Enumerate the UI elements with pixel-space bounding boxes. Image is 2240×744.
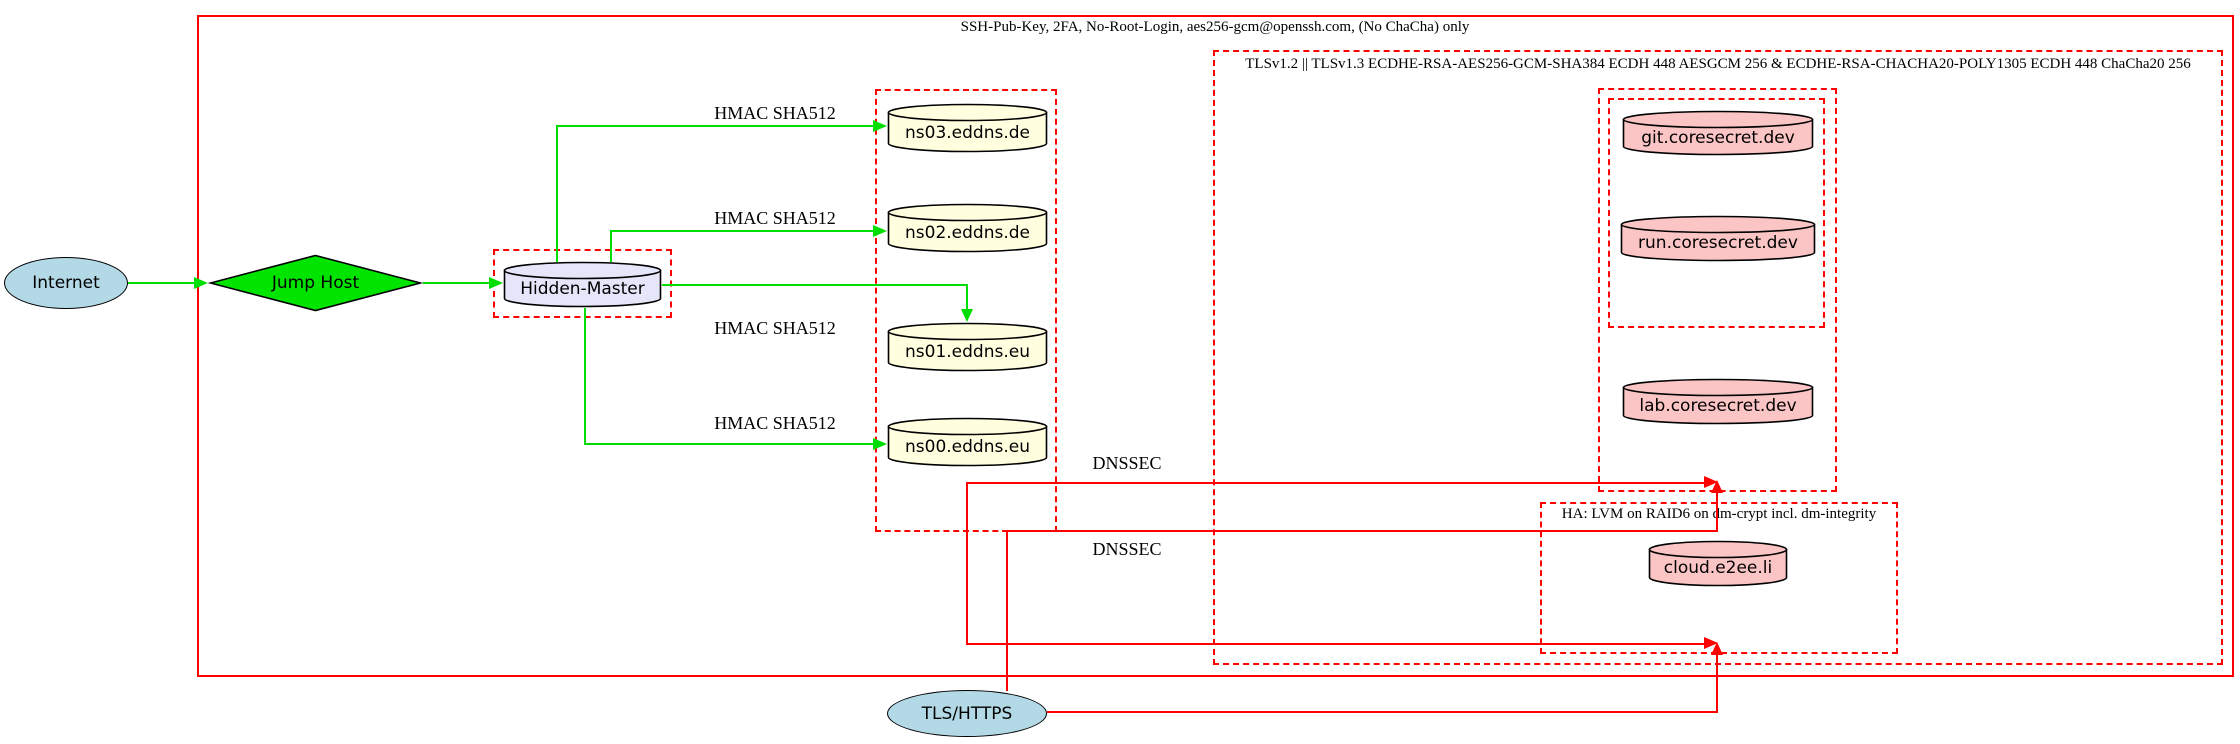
edge-tls-coresecret-line-v1 [1006, 531, 1008, 691]
node-tls-https: TLS/HTTPS [887, 690, 1047, 737]
diamond-shape-icon [207, 254, 424, 312]
arrowhead-hm-ns00-icon [873, 438, 887, 450]
cylinder-shape-icon [887, 417, 1048, 467]
edge-label-dnssec2: DNSSEC [1092, 539, 1162, 559]
node-ns00-label: ns00.eddns.eu [905, 436, 1030, 457]
cluster-coresecret-inner-box [1608, 98, 1825, 328]
node-jump-host-label: Jump Host [271, 273, 360, 293]
edge-hm-ns02-line-h [610, 230, 874, 232]
node-hidden-master-label: Hidden-Master [520, 279, 645, 299]
edge-tls-coresecret-line-v2 [1716, 492, 1718, 532]
edge-dnssec1-line-h [966, 482, 1704, 484]
cluster-tls-label: TLSv1.2 || TLSv1.3 ECDHE-RSA-AES256-GCM-… [1245, 56, 2191, 72]
arrowhead-hm-ns02-icon [873, 225, 887, 237]
arrowhead-tls-coresecret-icon [1711, 480, 1723, 493]
edge-label-hmac-ns02: HMAC SHA512 [714, 208, 836, 228]
edge-hm-ns01-line-v [966, 284, 968, 310]
edge-dnssec2-line-h [966, 643, 1704, 645]
node-ns02: ns02.eddns.de [887, 203, 1048, 253]
arrowhead-hm-ns03-icon [873, 120, 887, 132]
arrowhead-tls-cloud-icon [1711, 642, 1723, 655]
edge-tls-cloud-line-h [1047, 711, 1718, 713]
edge-label-dnssec1: DNSSEC [1092, 453, 1162, 473]
node-cloud: cloud.e2ee.li [1648, 540, 1788, 587]
edge-label-hmac-ns03: HMAC SHA512 [714, 103, 836, 123]
node-internet-label: Internet [32, 273, 100, 293]
cylinder-shape-icon [887, 203, 1048, 253]
cluster-ssh-label: SSH-Pub-Key, 2FA, No-Root-Login, aes256-… [960, 19, 1470, 35]
cluster-tls-box [1213, 50, 2223, 665]
edge-hm-ns00-line-v [584, 308, 586, 445]
node-git-label: git.coresecret.dev [1641, 127, 1795, 148]
node-ns02-label: ns02.eddns.de [905, 222, 1030, 243]
node-ns01-label: ns01.eddns.eu [905, 341, 1030, 362]
edge-tls-cloud-line-v [1716, 654, 1718, 713]
arrowhead-jumphost-hiddenmaster-icon [489, 277, 503, 289]
node-run-label: run.coresecret.dev [1638, 233, 1798, 253]
cluster-ha-label: HA: LVM on RAID6 on dm-crypt incl. dm-in… [1561, 506, 1877, 522]
edge-hm-ns00-line-h [584, 443, 874, 445]
edge-hm-ns02-line-v [610, 230, 612, 262]
node-lab: lab.coresecret.dev [1622, 378, 1814, 425]
node-lab-label: lab.coresecret.dev [1639, 396, 1797, 416]
edge-hm-ns03-line-h [556, 125, 874, 127]
edge-jumphost-hiddenmaster-line [423, 282, 491, 284]
edge-tls-coresecret-line-h [1006, 530, 1718, 532]
cylinder-shape-icon [1622, 110, 1814, 156]
arrowhead-internet-jumphost-icon [194, 277, 208, 289]
cluster-ssh-box [197, 15, 2234, 677]
cylinder-shape-icon [503, 261, 662, 308]
node-hidden-master: Hidden-Master [503, 261, 662, 308]
edge-hm-ns03-line-v [556, 125, 558, 262]
node-ns03: ns03.eddns.de [887, 103, 1048, 153]
cylinder-shape-icon [887, 322, 1048, 372]
edge-hm-ns01-line-h [662, 284, 968, 286]
edge-label-hmac-ns00: HMAC SHA512 [714, 413, 836, 433]
edge-dnssec-channel-line-v [966, 483, 968, 645]
node-git: git.coresecret.dev [1622, 110, 1814, 156]
cylinder-shape-icon [1622, 378, 1814, 425]
cylinder-shape-icon [1620, 215, 1816, 262]
arrowhead-hm-ns01-icon [961, 309, 973, 322]
node-jump-host: Jump Host [207, 254, 424, 312]
node-run: run.coresecret.dev [1620, 215, 1816, 262]
node-tls-https-label: TLS/HTTPS [921, 703, 1013, 724]
node-ns01: ns01.eddns.eu [887, 322, 1048, 372]
cylinder-shape-icon [887, 103, 1048, 153]
node-cloud-label: cloud.e2ee.li [1663, 558, 1773, 578]
node-internet: Internet [4, 257, 128, 309]
edge-internet-jumphost-line [128, 282, 196, 284]
node-ns03-label: ns03.eddns.de [905, 122, 1030, 143]
cylinder-shape-icon [1648, 540, 1788, 587]
node-ns00: ns00.eddns.eu [887, 417, 1048, 467]
edge-label-hmac-ns01: HMAC SHA512 [714, 318, 836, 338]
